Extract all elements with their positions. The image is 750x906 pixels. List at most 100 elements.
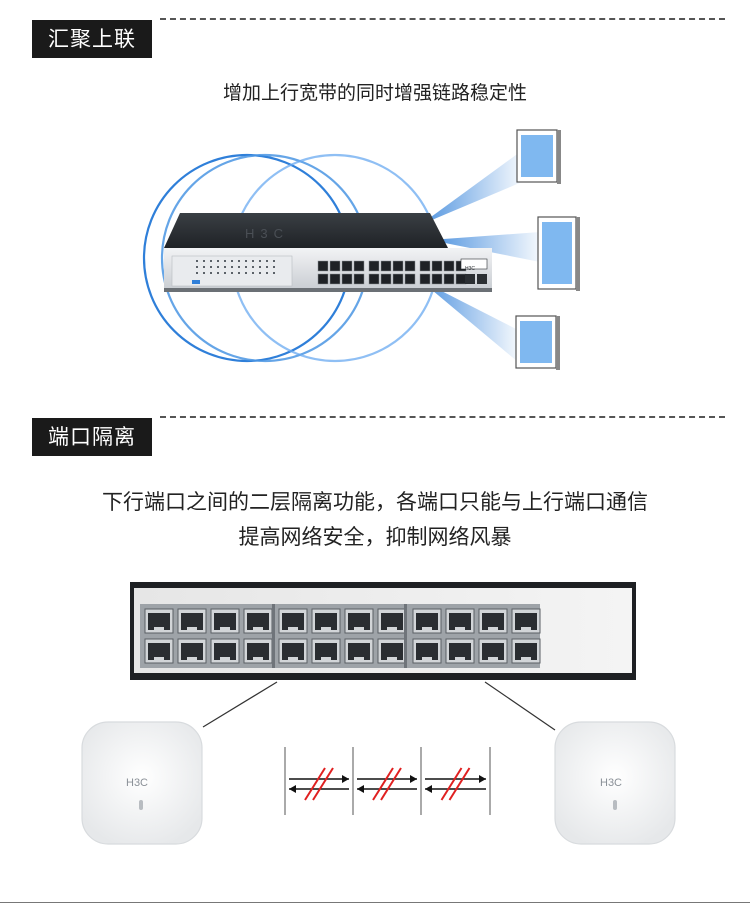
front-port: [353, 260, 365, 272]
front-port: [404, 260, 416, 272]
status-led: [217, 266, 219, 268]
uplink-device-top: [516, 129, 561, 184]
status-led: [273, 260, 275, 262]
rj45-port: [177, 638, 207, 664]
blocked-link-icon: [357, 767, 417, 801]
status-led: [231, 266, 233, 268]
status-led: [196, 260, 198, 262]
status-led: [252, 266, 254, 268]
section-subtitle-line2: 提高网络安全，抑制网络风暴: [238, 525, 512, 549]
front-port: [368, 260, 380, 272]
blocked-link-icon: [425, 767, 486, 801]
front-port: [455, 273, 467, 285]
rj45-port: [144, 638, 174, 664]
rj45-port: [311, 638, 341, 664]
status-led: [259, 272, 261, 274]
front-port: [443, 260, 455, 272]
network-switch: H3C H3C: [164, 213, 492, 292]
status-leds: [196, 260, 275, 274]
front-port: [341, 260, 353, 272]
front-port: [392, 260, 404, 272]
status-led: [252, 272, 254, 274]
switch-front-ports: [317, 258, 488, 285]
status-led: [203, 260, 205, 262]
rj45-port: [344, 608, 374, 634]
status-led: [238, 260, 240, 262]
front-port: [419, 260, 431, 272]
link-right-ap: [484, 681, 556, 731]
status-led: [245, 260, 247, 262]
status-led: [266, 266, 268, 268]
status-led: [266, 260, 268, 262]
status-led: [238, 272, 240, 274]
access-point-left: H3C: [81, 721, 203, 845]
rj45-port: [278, 608, 308, 634]
rj45-port: [511, 608, 541, 634]
beam-top: [420, 152, 522, 225]
front-port: [380, 273, 392, 285]
section-subtitle: 增加上行宽带的同时增强链路稳定性: [222, 82, 527, 104]
section-subtitle-line1: 下行端口之间的二层隔离功能，各端口只能与上行端口通信: [102, 490, 648, 514]
uplink-device-middle: [537, 216, 580, 291]
access-point-right: H3C: [554, 721, 676, 845]
front-port: [368, 273, 380, 285]
isolation-diagram: [284, 747, 491, 815]
status-led: [196, 272, 198, 274]
front-port: [329, 260, 341, 272]
rj45-port: [278, 638, 308, 664]
front-port: [431, 273, 443, 285]
rj45-port: [243, 608, 273, 634]
rj45-port: [210, 638, 240, 664]
svg-text:H3C: H3C: [245, 226, 289, 241]
front-port: [341, 273, 353, 285]
status-led: [245, 272, 247, 274]
rj45-port: [445, 608, 475, 634]
rj45-port: [210, 608, 240, 634]
status-led: [203, 266, 205, 268]
rj45-port: [144, 608, 174, 634]
closeup-port-block: [144, 608, 541, 664]
ap-left-logo: H3C: [126, 777, 148, 789]
status-led: [224, 272, 226, 274]
rj45-port: [243, 638, 273, 664]
status-led: [210, 266, 212, 268]
front-port: [419, 273, 431, 285]
switch-badge-text: H3C: [465, 266, 475, 272]
front-port: [317, 273, 329, 285]
uplink-beams: [420, 152, 540, 362]
bottom-divider: [0, 902, 750, 903]
rj45-port: [511, 638, 541, 664]
rj45-port: [344, 638, 374, 664]
section-tag-port-isolation: 端口隔离: [32, 418, 152, 456]
status-led: [210, 272, 212, 274]
status-led: [210, 260, 212, 262]
status-led: [245, 266, 247, 268]
rj45-port: [412, 608, 442, 634]
status-led: [252, 260, 254, 262]
rj45-port: [412, 638, 442, 664]
front-port: [443, 273, 455, 285]
rj45-port: [177, 608, 207, 634]
front-port: [431, 260, 443, 272]
switch-badge: [460, 258, 488, 270]
rj45-port: [478, 638, 508, 664]
front-port: [392, 273, 404, 285]
status-led: [273, 266, 275, 268]
front-port: [380, 260, 392, 272]
link-left-ap: [202, 681, 278, 728]
status-led: [273, 272, 275, 274]
front-port: [353, 273, 365, 285]
status-led: [231, 260, 233, 262]
rj45-port: [377, 638, 407, 664]
blocked-link-icon: [289, 767, 349, 801]
sfp-port: [477, 274, 487, 284]
status-led: [196, 266, 198, 268]
rj45-port: [377, 608, 407, 634]
uplink-device-bottom: [515, 315, 560, 370]
front-port: [329, 273, 341, 285]
status-led: [259, 260, 261, 262]
status-led: [259, 266, 261, 268]
status-led: [217, 260, 219, 262]
status-led: [224, 266, 226, 268]
